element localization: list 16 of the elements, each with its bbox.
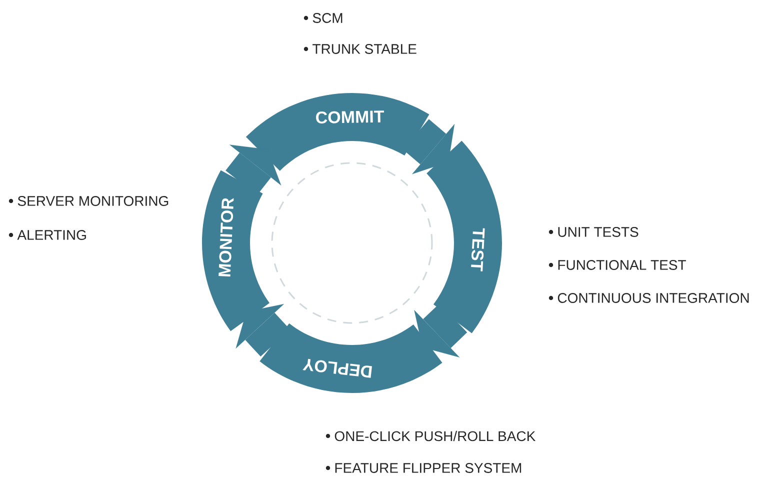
bullet-item: UNIT TESTS [548,227,638,237]
bullet-item: CONTINUOUS INTEGRATION [548,293,749,303]
arrow [236,304,290,357]
bullet-item: FEATURE FLIPPER SYSTEM [326,463,522,473]
bullet-item: SERVER MONITORING [8,196,168,206]
cycle-segment: TEST [426,140,502,334]
bullet-item: SCM [304,13,342,23]
node-label: MONITOR [218,198,234,277]
arrow [403,119,455,174]
dashed-circle [271,162,433,324]
node-label: COMMIT [316,110,384,124]
bullet-item: FUNCTIONAL TEST [548,260,686,270]
bullet-item: ALERTING [8,230,86,240]
cycle-segment: DEPLOY [260,323,442,393]
bullet-item: ONE-CLICK PUSH/ROLL BACK [326,430,536,442]
bullet-item: TRUNK STABLE [304,44,416,54]
